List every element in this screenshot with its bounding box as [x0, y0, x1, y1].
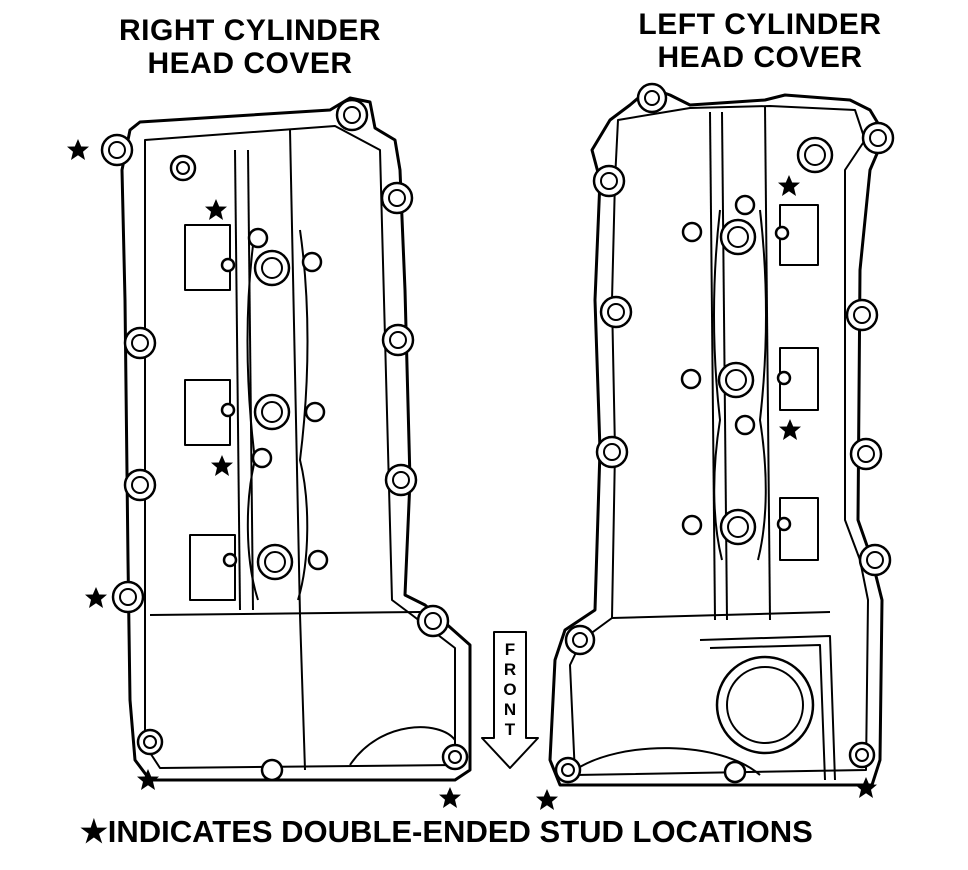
- right-cylinder-head-cover: [100, 96, 472, 782]
- front-letter: R: [503, 660, 517, 679]
- front-letter: O: [503, 680, 517, 699]
- star-icon: [778, 175, 800, 196]
- star-icon: [779, 419, 801, 440]
- star-icon: [67, 139, 89, 160]
- stud-location-markers: [67, 139, 877, 810]
- legend-caption: ★INDICATES DOUBLE-ENDED STUD LOCATIONS: [80, 814, 960, 850]
- right-cover-title-line2: HEAD COVER: [147, 47, 353, 80]
- front-label: F R O N T: [498, 640, 522, 740]
- left-cover-title-line1: LEFT CYLINDER: [638, 8, 882, 41]
- left-cover-title-line2: HEAD COVER: [657, 41, 863, 74]
- star-icon: [536, 789, 558, 810]
- front-letter: N: [503, 700, 517, 719]
- caption-text: INDICATES DOUBLE-ENDED STUD LOCATIONS: [107, 814, 813, 849]
- left-cylinder-head-cover: [548, 82, 895, 787]
- caption-star-icon: ★: [80, 814, 108, 849]
- right-cover-title: RIGHT CYLINDER HEAD COVER: [70, 14, 430, 80]
- front-letter: F: [504, 640, 516, 659]
- front-letter: T: [504, 720, 516, 739]
- right-cover-title-line1: RIGHT CYLINDER: [119, 14, 381, 47]
- front-direction-arrow: [481, 631, 539, 769]
- star-icon: [439, 787, 461, 808]
- star-icon: [205, 199, 227, 220]
- star-icon: [85, 587, 107, 608]
- down-arrow-icon: [481, 631, 539, 769]
- star-icon: [855, 777, 877, 798]
- left-cover-title: LEFT CYLINDER HEAD COVER: [560, 8, 960, 74]
- star-icon: [137, 769, 159, 790]
- star-icon: [211, 455, 233, 476]
